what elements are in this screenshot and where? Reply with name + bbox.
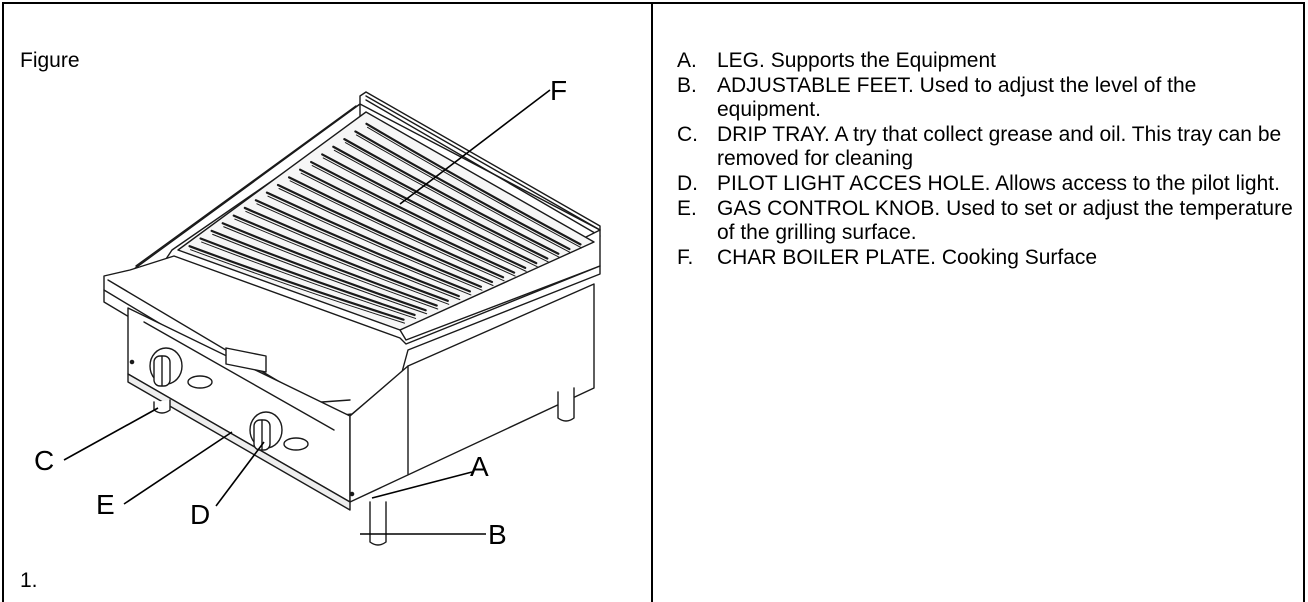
grate-bar bbox=[354, 130, 571, 251]
leader-e bbox=[123, 431, 233, 505]
table-border-left bbox=[2, 2, 4, 602]
list-item-letter: D. bbox=[677, 171, 698, 195]
leader-c bbox=[63, 407, 159, 461]
grate-bar-shadow bbox=[333, 149, 549, 263]
grate-bar bbox=[343, 138, 560, 255]
grate-bar bbox=[221, 222, 438, 307]
list-item-text: PILOT LIGHT ACCES HOLE. Allows access to… bbox=[717, 171, 1280, 195]
grate-bar-shadow bbox=[311, 165, 527, 272]
drip-tray bbox=[127, 373, 351, 511]
callout-b: B bbox=[488, 519, 507, 550]
grate-bar bbox=[210, 229, 427, 312]
grate-bar bbox=[365, 122, 582, 246]
grate-bar-shadow bbox=[223, 226, 439, 310]
grate-bar-shadow bbox=[300, 172, 516, 277]
parts-list: A. LEG. Supports the Equipment B. ADJUST… bbox=[653, 49, 1295, 270]
callout-f: F bbox=[550, 75, 568, 106]
leader-d bbox=[215, 441, 265, 507]
figure-number: 1. bbox=[20, 569, 38, 592]
leg-front-right bbox=[369, 501, 387, 538]
grate-bar bbox=[232, 214, 449, 302]
list-item-leg: A. LEG. Supports the Equipment bbox=[653, 49, 1295, 74]
list-item-char-plate: F. CHAR BOILER PLATE. Cooking Surface bbox=[653, 246, 1295, 271]
list-item-text: CHAR BOILER PLATE. Cooking Surface bbox=[717, 245, 1098, 269]
parts-description-cell: A. LEG. Supports the Equipment B. ADJUST… bbox=[653, 4, 1303, 602]
grate-bar bbox=[287, 176, 505, 279]
grate-bar bbox=[321, 153, 538, 265]
grate-bar-shadow bbox=[256, 203, 472, 296]
grate-bar-shadow bbox=[289, 180, 505, 282]
grate-bar-shadow bbox=[366, 126, 582, 249]
grate-bar bbox=[254, 199, 471, 293]
grate-bar-shadow bbox=[322, 157, 538, 268]
table-border-divider bbox=[651, 2, 653, 602]
list-item-text: ADJUSTABLE FEET. Used to adjust the leve… bbox=[717, 73, 1197, 122]
grate-bar bbox=[276, 183, 494, 284]
leader-a bbox=[371, 471, 473, 499]
figure-cell: Figure bbox=[4, 4, 651, 602]
grate-frame bbox=[177, 111, 595, 331]
list-item-text: GAS CONTROL KNOB. Used to set or adjust … bbox=[717, 196, 1293, 245]
grate-bar-shadow bbox=[278, 188, 494, 286]
grate-bar-shadow bbox=[201, 241, 417, 319]
list-item-letter: A. bbox=[677, 49, 697, 72]
grate-bar bbox=[299, 168, 516, 274]
callout-c: C bbox=[34, 445, 55, 476]
list-item-letter: F. bbox=[677, 245, 694, 269]
grate-bar bbox=[310, 160, 527, 269]
leg-front-left bbox=[153, 399, 171, 414]
callout-e: E bbox=[96, 489, 115, 520]
grate-bar bbox=[243, 206, 460, 298]
list-item-pilot-light: D. PILOT LIGHT ACCES HOLE. Allows access… bbox=[653, 172, 1295, 197]
char-broiler-illustration bbox=[63, 89, 601, 546]
list-item-letter: C. bbox=[677, 122, 698, 146]
grate-bar-shadow bbox=[245, 210, 461, 301]
grate-bar bbox=[199, 237, 416, 317]
grate-bar-shadow bbox=[344, 142, 560, 258]
pilot-access-hole bbox=[225, 347, 267, 373]
grate-bars bbox=[188, 122, 582, 324]
callout-a: A bbox=[470, 451, 489, 482]
list-item-text: LEG. Supports the Equipment bbox=[717, 49, 996, 72]
list-item-text: DRIP TRAY. A try that collect grease and… bbox=[717, 122, 1282, 171]
grate-bar-shadow bbox=[355, 134, 571, 254]
grate-bar bbox=[332, 145, 549, 260]
list-item-drip-tray: C. DRIP TRAY. A try that collect grease … bbox=[653, 123, 1295, 172]
grate-bar-shadow bbox=[267, 195, 483, 291]
table-border-top bbox=[2, 2, 1305, 4]
body-side bbox=[349, 283, 595, 503]
grate-bar bbox=[265, 191, 483, 288]
list-item-adjustable-feet: B. ADJUSTABLE FEET. Used to adjust the l… bbox=[653, 74, 1295, 123]
callout-d: D bbox=[190, 499, 211, 530]
grate-bar bbox=[188, 245, 405, 321]
grate-bar-shadow bbox=[212, 233, 428, 315]
figure-title: Figure bbox=[20, 49, 80, 72]
grate-bar-shadow bbox=[234, 218, 450, 305]
table-border-right bbox=[1303, 2, 1305, 602]
list-item-gas-knob: E. GAS CONTROL KNOB. Used to set or adju… bbox=[653, 197, 1295, 246]
leg-back-right bbox=[557, 387, 575, 422]
list-item-letter: E. bbox=[677, 196, 697, 220]
leader-f bbox=[399, 89, 551, 205]
grate-bar-shadow bbox=[190, 249, 406, 324]
list-item-letter: B. bbox=[677, 73, 697, 97]
